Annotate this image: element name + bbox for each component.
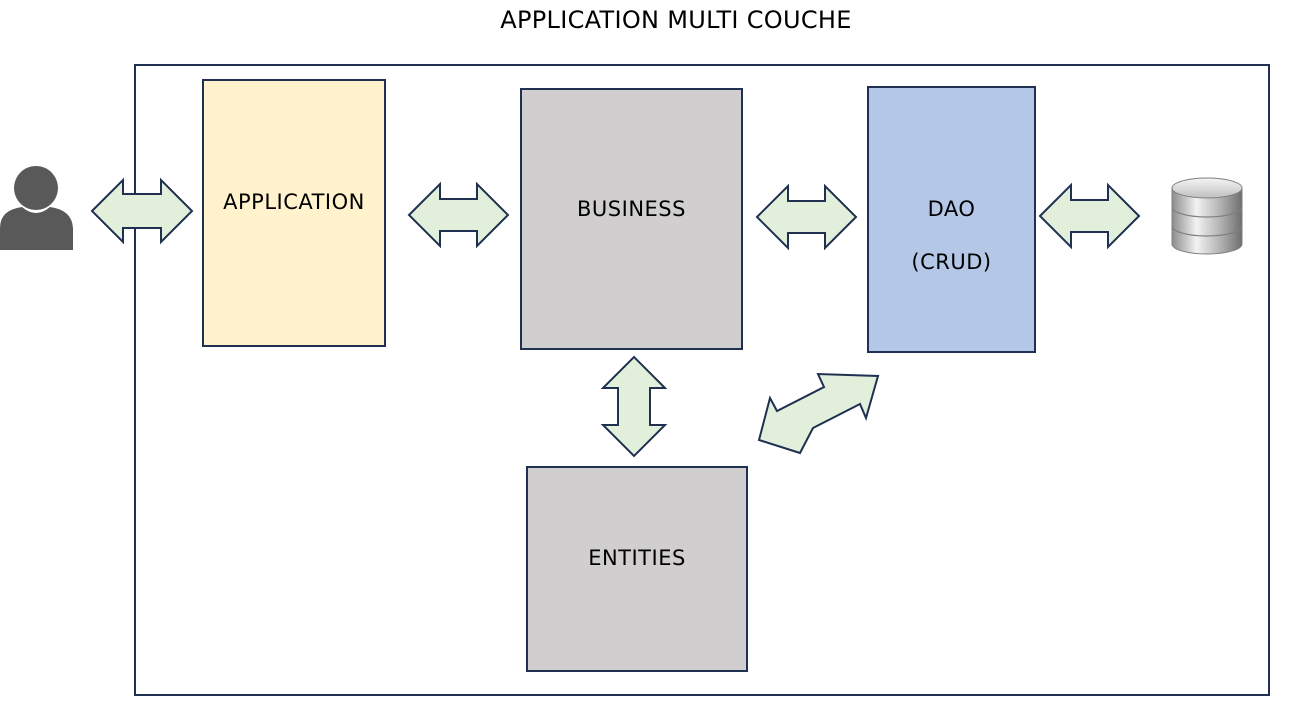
layer-application-label: APPLICATION [223, 190, 365, 214]
application-boundary [134, 64, 1270, 696]
diagram-title: APPLICATION MULTI COUCHE [500, 6, 852, 34]
layer-business-label: BUSINESS [577, 197, 686, 221]
user-icon [0, 166, 73, 250]
layer-dao-label: DAO [927, 197, 976, 221]
layer-entities-label: ENTITIES [588, 546, 686, 570]
layer-dao-sublabel: (CRUD) [911, 250, 992, 274]
layer-dao: DAO (CRUD) [867, 86, 1036, 353]
layer-entities: ENTITIES [526, 466, 748, 672]
layer-business: BUSINESS [520, 88, 743, 350]
layer-application: APPLICATION [202, 79, 386, 347]
